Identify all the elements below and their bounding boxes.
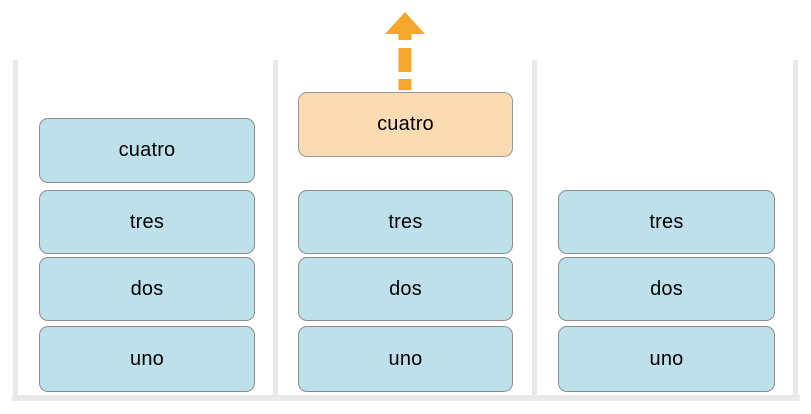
- container-wall: [13, 60, 18, 396]
- stack-item-cuatro: cuatro: [39, 118, 255, 183]
- stack-item-dos: dos: [39, 257, 255, 321]
- container-base: [12, 395, 800, 401]
- stack-item-tres: tres: [39, 190, 255, 254]
- container-wall: [532, 60, 537, 396]
- stack-item-tres: tres: [558, 190, 775, 254]
- stack-item-cuatro-popping: cuatro: [298, 92, 513, 157]
- stack-item-uno: uno: [39, 326, 255, 392]
- stack-item-uno: uno: [558, 326, 775, 392]
- stack-item-dos: dos: [298, 257, 513, 321]
- stack-item-tres: tres: [298, 190, 513, 254]
- stack-item-dos: dos: [558, 257, 775, 321]
- container-wall: [793, 60, 798, 396]
- container-wall: [273, 60, 278, 396]
- stack-item-uno: uno: [298, 326, 513, 392]
- pop-arrow-icon: [385, 12, 425, 90]
